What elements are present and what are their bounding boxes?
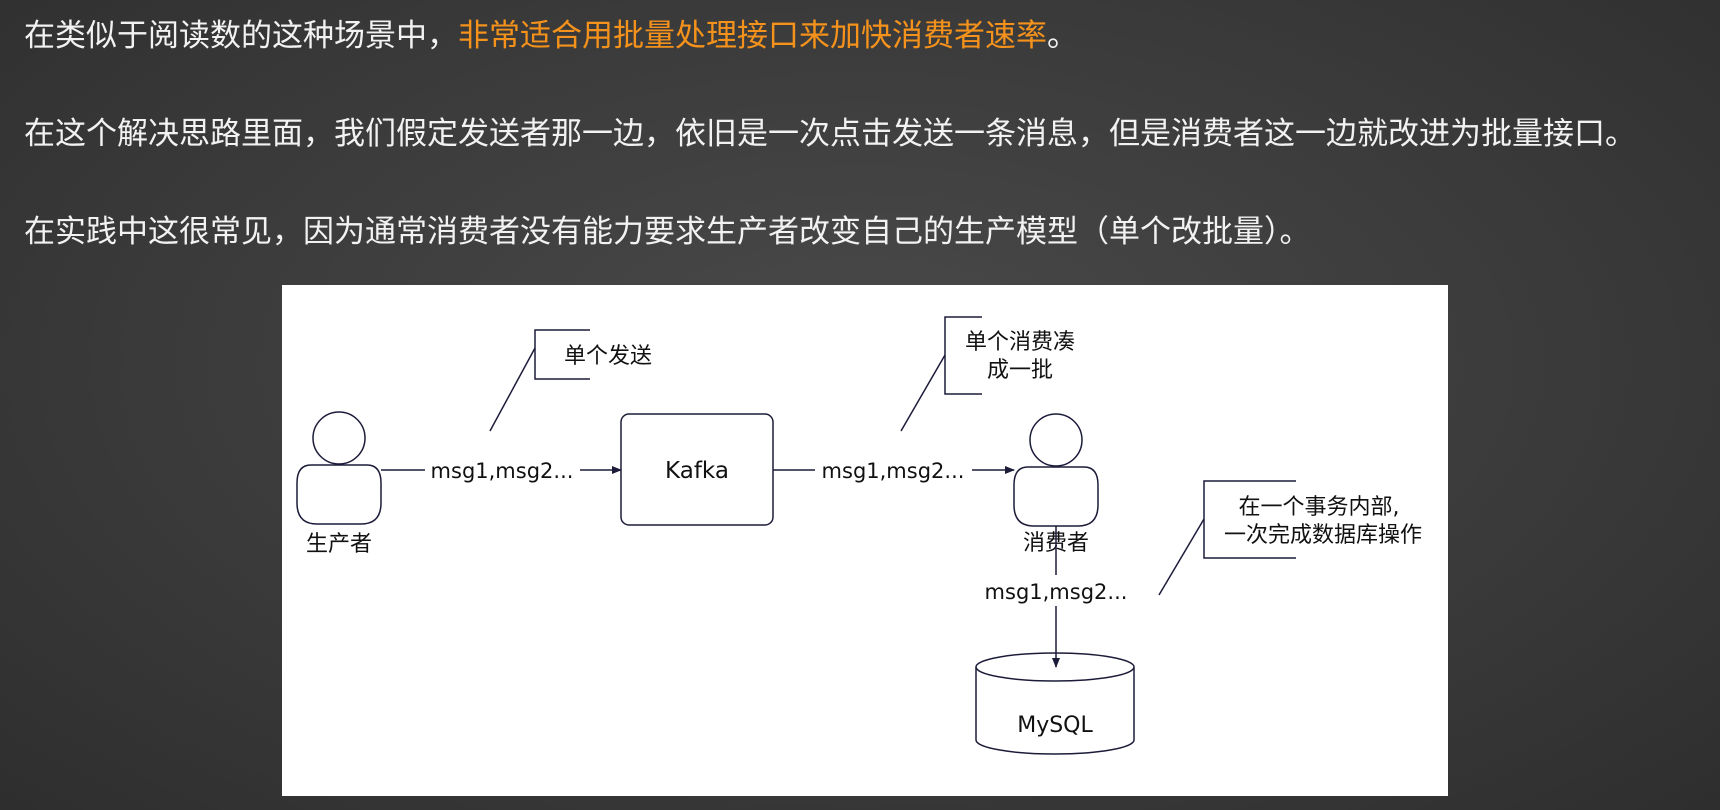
note-batch-bracket xyxy=(944,316,982,395)
note-batch-text-line2: 成一批 xyxy=(987,358,1053,383)
note-single-send: 单个发送 xyxy=(489,329,652,432)
edge-producer-kafka: msg1,msg2... xyxy=(381,459,622,483)
note-single-send-bracket xyxy=(534,329,590,380)
edge-producer-kafka-label: msg1,msg2... xyxy=(431,459,574,483)
paragraph-3: 在实践中这很常见，因为通常消费者没有能力要求生产者改变自己的生产模型（单个改批量… xyxy=(24,214,1311,250)
producer-head-icon xyxy=(312,411,366,465)
diagram-canvas: 生产者 Kafka 消费者 MySQL msg1,msg2... msg1,ms… xyxy=(296,316,1422,755)
note-batch-connector xyxy=(900,354,946,432)
note-transaction: 在一个事务内部, 一次完成数据库操作 xyxy=(1158,480,1422,596)
kafka-node: Kafka xyxy=(620,413,774,526)
paragraph-1-highlight: 非常适合用批量处理接口来加快消费者速率 xyxy=(458,18,1047,54)
paragraph-1-text: 在类似于阅读数的这种场景中， xyxy=(24,18,458,54)
paragraph-1-end: 。 xyxy=(1047,18,1078,54)
edge-kafka-consumer: msg1,msg2... xyxy=(773,459,1015,483)
note-batch: 单个消费凑 成一批 xyxy=(900,316,1075,432)
mysql-node: MySQL xyxy=(975,652,1135,755)
paragraph-2: 在这个解决思路里面，我们假定发送者那一边，依旧是一次点击发送一条消息，但是消费者… xyxy=(24,116,1636,152)
consumer-body-icon xyxy=(1013,466,1099,527)
note-transaction-text-line2: 一次完成数据库操作 xyxy=(1224,523,1422,548)
mysql-cylinder-icon xyxy=(975,667,1135,755)
architecture-diagram: 生产者 Kafka 消费者 MySQL msg1,msg2... msg1,ms… xyxy=(282,285,1448,796)
paragraph-1: 在类似于阅读数的这种场景中，非常适合用批量处理接口来加快消费者速率。 xyxy=(24,16,1078,56)
edge-consumer-mysql-label: msg1,msg2... xyxy=(985,580,1128,604)
producer-body-icon xyxy=(296,464,382,525)
note-batch-text-line1: 单个消费凑 xyxy=(965,330,1075,355)
producer-actor: 生产者 xyxy=(296,411,382,557)
note-transaction-text-line1: 在一个事务内部, xyxy=(1239,495,1400,520)
kafka-label: Kafka xyxy=(665,458,729,484)
note-single-send-text: 单个发送 xyxy=(564,344,652,369)
consumer-head-icon xyxy=(1029,413,1083,467)
edge-consumer-mysql: msg1,msg2... xyxy=(985,526,1128,668)
mysql-label: MySQL xyxy=(1017,713,1093,738)
mysql-cylinder-top xyxy=(975,652,1135,682)
producer-label: 生产者 xyxy=(306,532,372,557)
note-single-send-connector xyxy=(489,347,536,432)
note-transaction-connector xyxy=(1158,518,1205,596)
edge-kafka-consumer-label: msg1,msg2... xyxy=(822,459,965,483)
